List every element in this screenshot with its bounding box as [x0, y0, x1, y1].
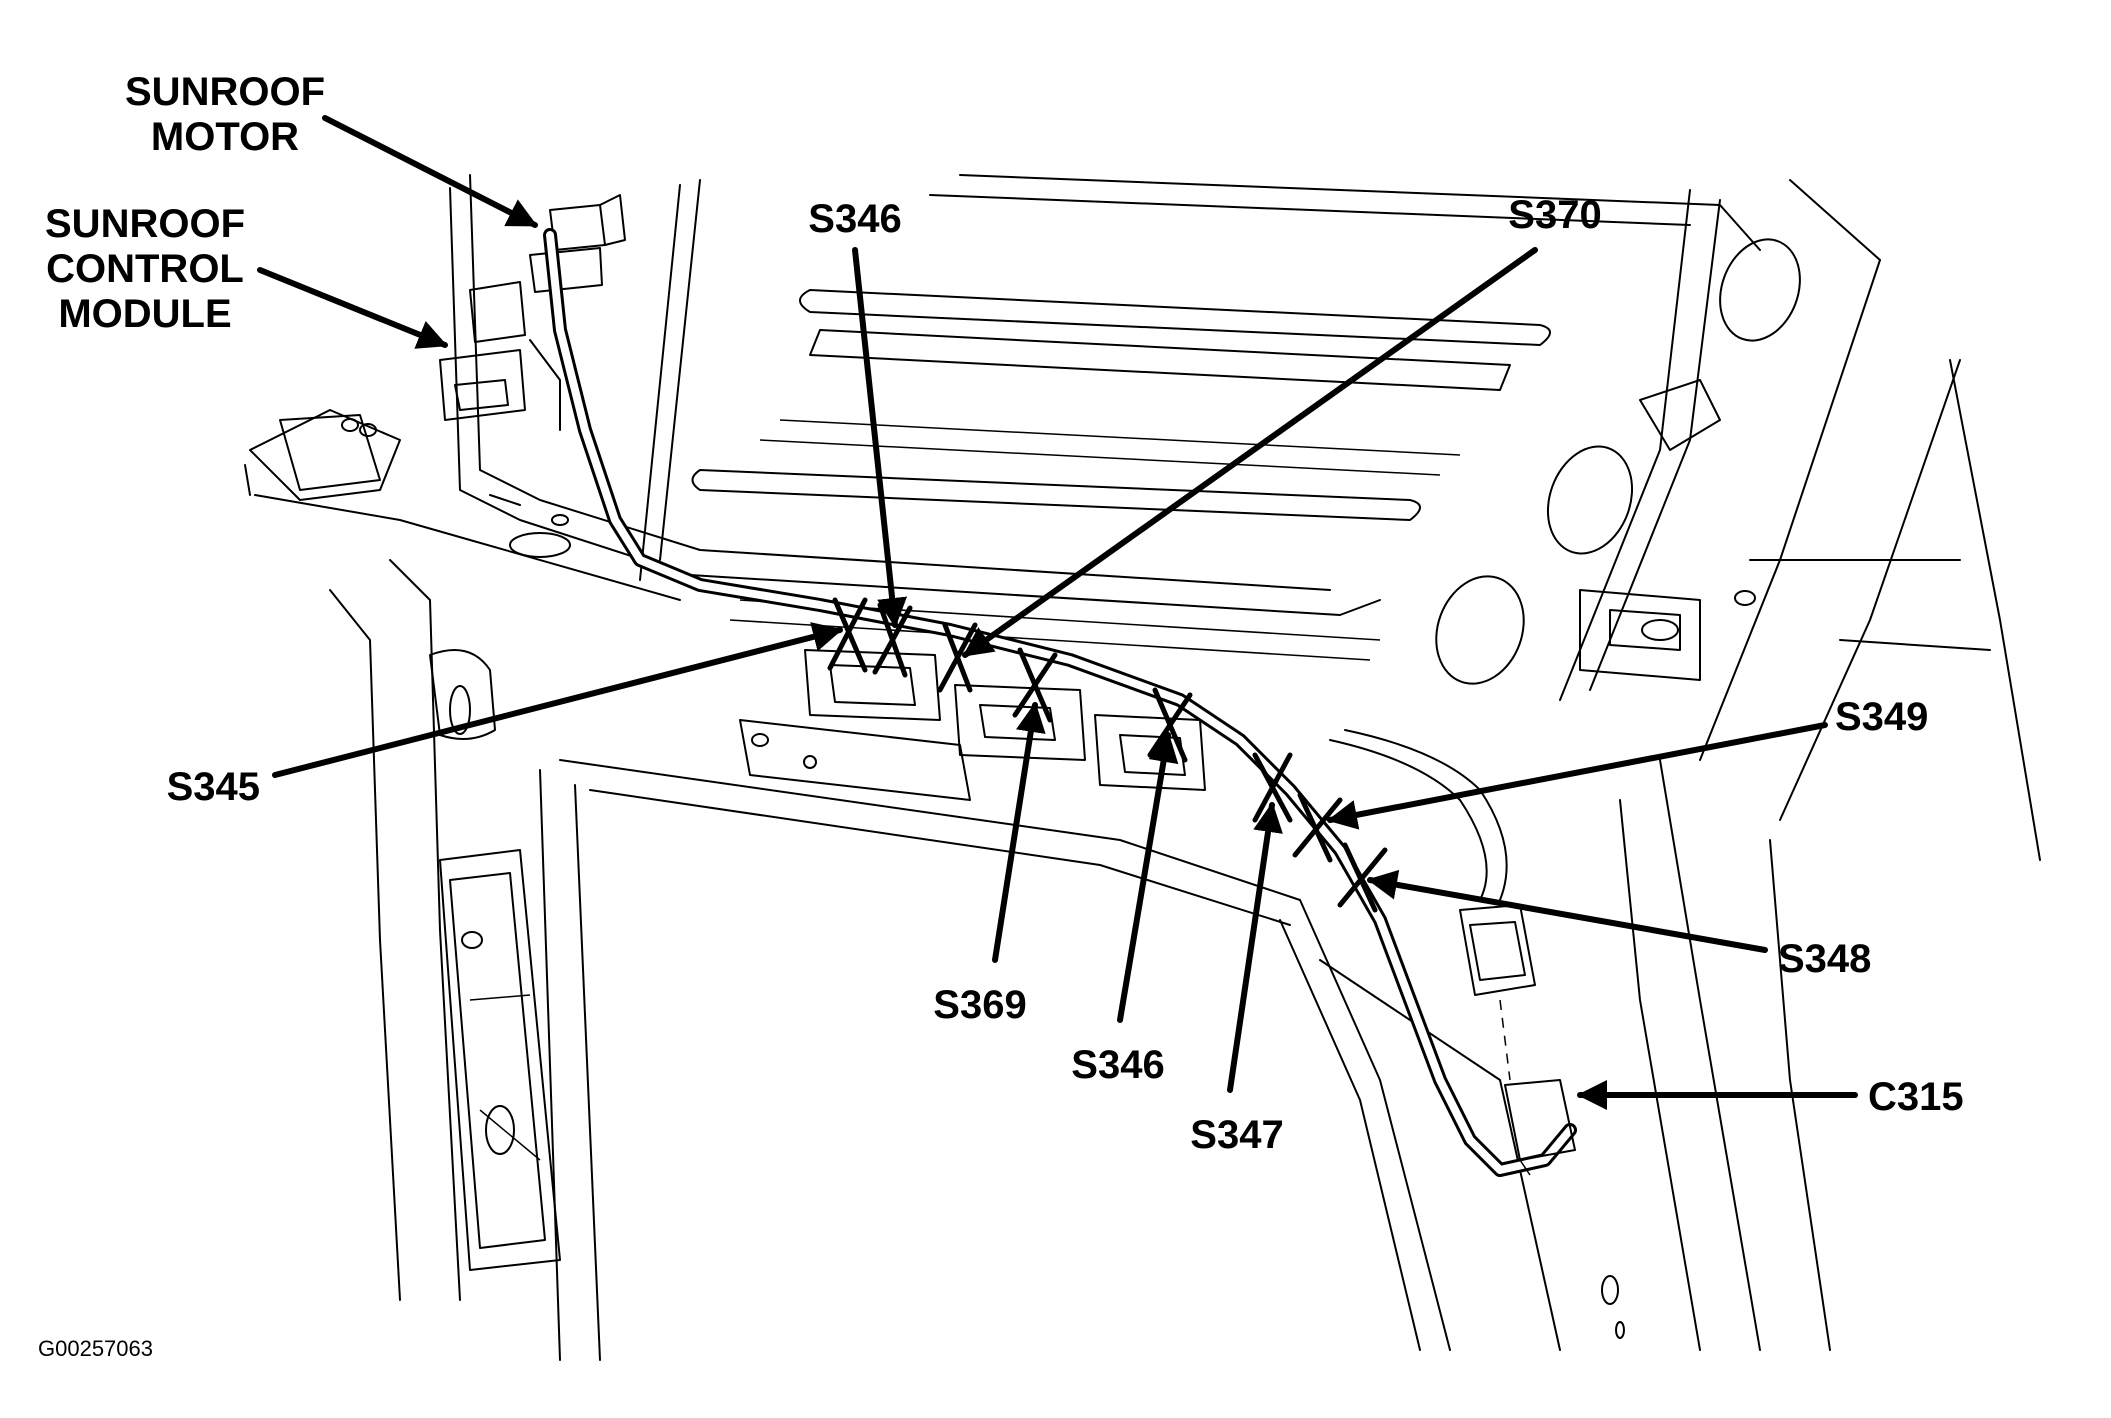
leader-s347 — [1227, 802, 1283, 1093]
label-sunroof-control-module-line3: MODULE — [58, 292, 231, 336]
leader-s346-top — [852, 247, 908, 628]
splice-x-s345 — [827, 597, 868, 673]
label-s348: S348 — [1778, 937, 1871, 981]
label-c315: C315 — [1868, 1075, 1964, 1119]
figure-id: G00257063 — [38, 1336, 153, 1361]
label-sunroof-control-module-line2: CONTROL — [46, 247, 244, 291]
leader-s346-bottom — [1117, 732, 1179, 1023]
label-s346-top: S346 — [808, 197, 901, 241]
leader-sunroof-motor — [322, 115, 538, 228]
wiring-harness — [543, 228, 1577, 1177]
label-sunroof-motor-line1: SUNROOF — [125, 70, 325, 114]
leader-s349 — [1327, 722, 1828, 830]
leader-lines — [257, 115, 1858, 1110]
leader-s348 — [1367, 869, 1768, 953]
label-s369: S369 — [933, 983, 1026, 1027]
splice-markers — [827, 597, 1388, 913]
label-sunroof-control-module-line1: SUNROOF — [45, 202, 245, 246]
leader-s345 — [272, 622, 843, 778]
label-s370: S370 — [1508, 193, 1601, 237]
roof-structure — [244, 174, 2041, 1361]
label-s349: S349 — [1835, 695, 1928, 739]
callout-labels: SUNROOF MOTOR SUNROOF CONTROL MODULE S34… — [38, 70, 1964, 1361]
leader-s370 — [962, 247, 1538, 658]
label-s346-bottom: S346 — [1071, 1043, 1164, 1087]
leader-s369 — [992, 702, 1046, 963]
label-s347: S347 — [1190, 1113, 1283, 1157]
c315-connector — [1504, 1079, 1576, 1161]
label-s345: S345 — [167, 765, 260, 809]
leader-sunroof-control-module — [257, 267, 448, 349]
label-sunroof-motor-line2: MOTOR — [151, 115, 299, 159]
